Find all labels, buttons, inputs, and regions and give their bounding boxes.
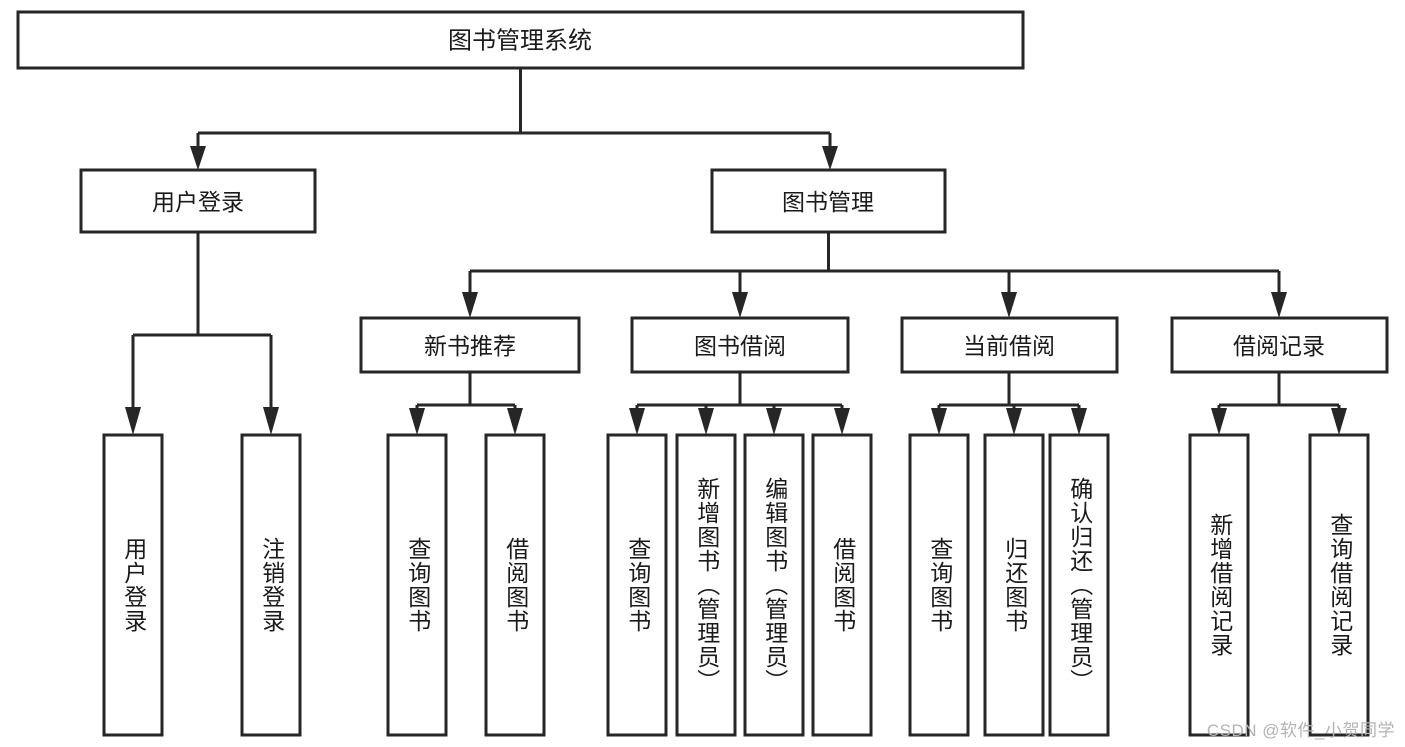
arrow-leaf-return-book [1006, 408, 1022, 435]
node-borrow-records[interactable]: 借阅记录 [1170, 316, 1389, 374]
arrow-leaf-borrow-book-1 [507, 408, 523, 435]
arrow-leaf-query-book-2 [629, 408, 645, 435]
leaf-box-user-login[interactable] [102, 433, 164, 737]
leaf-box-add-borrow-record[interactable] [1188, 433, 1250, 737]
node-book-management[interactable]: 图书管理 [710, 168, 947, 234]
node-book-borrow[interactable]: 图书借阅 [630, 316, 850, 374]
leaf-box-edit-book-admin[interactable] [743, 433, 805, 737]
csdn-watermark: CSDN @软件_小贺同学 [1206, 721, 1395, 740]
arrow-to-book-mgmt [822, 146, 838, 170]
node-current-borrow-label: 当前借阅 [963, 333, 1055, 359]
leaf-box-query-book-1[interactable] [386, 433, 448, 737]
node-user-login-label: 用户登录 [152, 189, 244, 215]
node-current-borrow-box[interactable] [900, 316, 1119, 374]
arrow-leaf-add-book [698, 408, 714, 435]
arrow-leaf-confirm-return [1071, 408, 1087, 435]
node-user-login[interactable]: 用户登录 [79, 168, 317, 234]
leaf-box-query-book-2[interactable] [606, 433, 668, 737]
node-book-management-box[interactable] [710, 168, 947, 234]
arrow-leaf-query-record [1331, 408, 1347, 435]
leaf-box-return-book[interactable] [983, 433, 1045, 737]
node-user-login-box[interactable] [79, 168, 317, 234]
arrow-leaf-query-book-1 [409, 408, 425, 435]
arrow-to-newbook [462, 292, 478, 318]
arrow-to-current [1001, 292, 1017, 318]
node-borrow-records-box[interactable] [1170, 316, 1389, 374]
arrow-to-records [1271, 292, 1287, 318]
node-current-borrow[interactable]: 当前借阅 [900, 316, 1119, 374]
arrow-leaf-query-book-3 [931, 408, 947, 435]
leaf-box-query-borrow-record[interactable] [1308, 433, 1370, 737]
node-borrow-records-label: 借阅记录 [1233, 333, 1325, 359]
leaf-box-logout[interactable] [240, 433, 302, 737]
leaf-box-borrow-book-1[interactable] [484, 433, 546, 737]
node-new-book-recommend-box[interactable] [359, 316, 581, 374]
arrow-leaf-user-login [125, 407, 141, 435]
leaf-box-add-book-admin[interactable] [675, 433, 737, 737]
arrow-leaf-edit-book [766, 408, 782, 435]
node-new-book-recommend-label: 新书推荐 [424, 333, 516, 359]
arrow-to-borrow [732, 292, 748, 318]
arrow-leaf-borrow-book-2 [834, 408, 850, 435]
node-book-management-label: 图书管理 [782, 189, 874, 215]
node-root-box[interactable] [16, 10, 1025, 70]
leaf-box-layer [102, 433, 1370, 737]
connector-layer [125, 68, 1347, 435]
node-book-borrow-box[interactable] [630, 316, 850, 374]
leaf-box-query-book-3[interactable] [908, 433, 970, 737]
node-root[interactable]: 图书管理系统 [16, 10, 1025, 70]
arrow-to-user-login [190, 146, 206, 170]
node-new-book-recommend[interactable]: 新书推荐 [359, 316, 581, 374]
leaf-box-borrow-book-2[interactable] [811, 433, 873, 737]
leaf-box-confirm-return-admin[interactable] [1048, 433, 1110, 737]
node-root-label: 图书管理系统 [448, 28, 592, 55]
node-book-borrow-label: 图书借阅 [694, 333, 786, 359]
arrow-leaf-logout [263, 407, 279, 435]
arrow-leaf-add-record [1211, 408, 1227, 435]
